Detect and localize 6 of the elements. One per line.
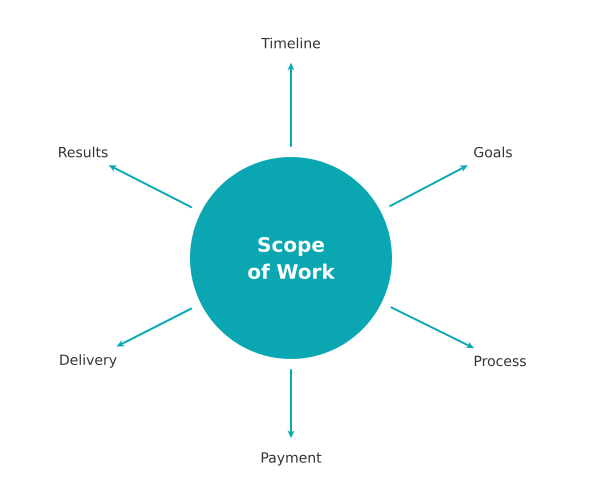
topic-label: Results bbox=[59, 146, 108, 158]
topic-label: Process bbox=[474, 356, 526, 366]
topic-label: Timeline bbox=[261, 38, 320, 48]
topic-label: Goals bbox=[474, 146, 512, 158]
topic-label: Delivery bbox=[60, 354, 117, 368]
topic-label: Payment bbox=[262, 452, 322, 466]
